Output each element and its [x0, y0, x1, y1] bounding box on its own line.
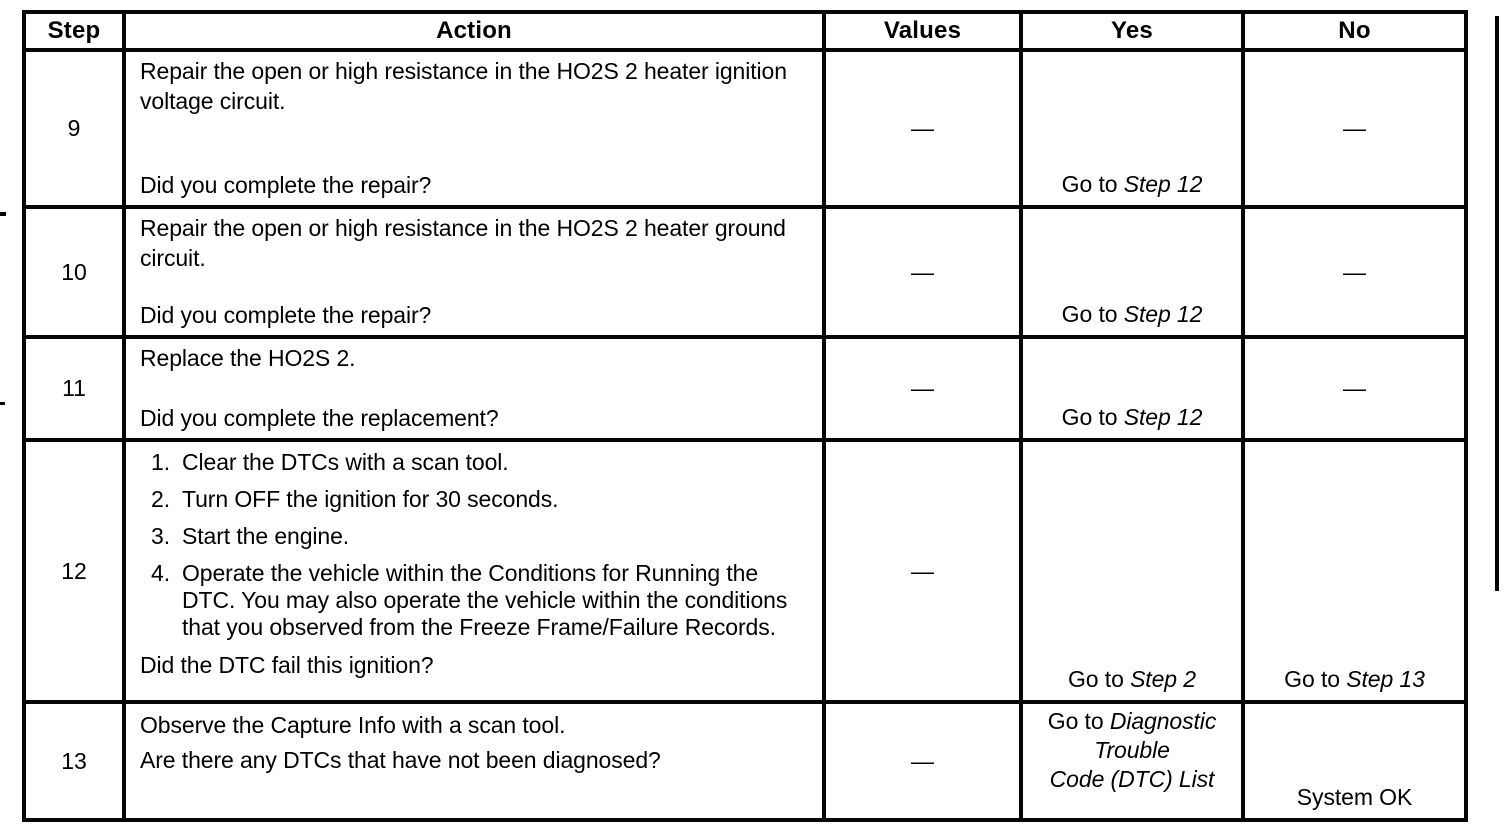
dtc-list-reference: Trouble: [1094, 737, 1170, 763]
list-item: 3. Start the engine.: [140, 523, 810, 550]
values-dash: —: [911, 375, 934, 401]
header-cell-no: No: [1241, 10, 1468, 52]
step-reference: Step 12: [1123, 301, 1203, 327]
no-cell: —: [1241, 205, 1468, 339]
step-reference: Step 13: [1346, 666, 1425, 692]
action-text: Repair the open or high resistance in th…: [140, 58, 787, 114]
step-number: 10: [22, 205, 126, 339]
values-cell: —: [822, 438, 1023, 704]
table-row-step-11: 11 Replace the HO2S 2. Did you complete …: [22, 335, 1468, 442]
action-question: Did the DTC fail this ignition?: [140, 652, 434, 678]
values-dash: —: [911, 258, 934, 285]
values-cell: —: [822, 205, 1023, 339]
action-cell: Repair the open or high resistance in th…: [122, 205, 826, 339]
action-cell: Replace the HO2S 2. Did you complete the…: [122, 335, 826, 442]
step-reference: Step 12: [1123, 404, 1203, 430]
list-item-number: 2.: [151, 486, 170, 512]
header-cell-action: Action: [122, 10, 826, 52]
action-text: Observe the Capture Info with a scan too…: [140, 712, 566, 738]
values-cell: —: [822, 700, 1023, 822]
goto-text: Go to Diagnostic: [1047, 708, 1217, 734]
action-question: Are there any DTCs that have not been di…: [140, 747, 661, 773]
list-item-number: 3.: [151, 523, 170, 549]
list-item: 2. Turn OFF the ignition for 30 seconds.: [140, 486, 810, 513]
list-item-text: Clear the DTCs with a scan tool.: [182, 449, 509, 475]
header-row: Step Action Values Yes No: [22, 10, 1468, 52]
list-item-text: Start the engine.: [182, 523, 350, 549]
yes-cell: Go to Diagnostic Trouble Code (DTC) List: [1019, 700, 1245, 822]
yes-cell: Go to Step 2: [1019, 438, 1245, 704]
scan-speck: [0, 212, 6, 216]
scan-speck: [0, 402, 5, 405]
action-text: Repair the open or high resistance in th…: [140, 215, 786, 271]
values-dash: —: [911, 115, 934, 141]
action-question: Did you complete the repair?: [140, 172, 432, 198]
goto-text: Go to Step 13: [1284, 666, 1425, 692]
list-item: 4. Operate the vehicle within the Condit…: [140, 560, 810, 641]
yes-cell: Go to Step 12: [1019, 205, 1245, 339]
goto-text: Go to Step 12: [1061, 301, 1203, 327]
list-item-text: Turn OFF the ignition for 30 seconds.: [182, 486, 559, 512]
no-cell: System OK: [1241, 700, 1468, 822]
action-cell: Observe the Capture Info with a scan too…: [122, 700, 826, 822]
values-cell: —: [822, 48, 1023, 209]
no-dash: —: [1343, 258, 1366, 285]
diagnostic-steps-table: Step Action Values Yes No 9 Repair the o…: [22, 10, 1468, 822]
step-number: 9: [22, 48, 126, 209]
values-dash: —: [911, 747, 934, 774]
values-dash: —: [911, 557, 934, 584]
header-cell-step: Step: [22, 10, 126, 52]
table-row-step-10: 10 Repair the open or high resistance in…: [22, 205, 1468, 339]
goto-text: Go to Step 2: [1068, 666, 1196, 692]
dtc-list-reference: Code (DTC) List: [1049, 766, 1215, 792]
action-question: Did you complete the replacement?: [140, 405, 499, 431]
list-item-number: 4.: [151, 560, 170, 586]
no-cell: —: [1241, 335, 1468, 442]
header-cell-values: Values: [822, 10, 1023, 52]
table-row-step-9: 9 Repair the open or high resistance in …: [22, 48, 1468, 209]
goto-text: Go to Step 12: [1061, 171, 1203, 197]
action-cell: Repair the open or high resistance in th…: [122, 48, 826, 209]
action-question: Did you complete the repair?: [140, 302, 432, 328]
list-item: 1. Clear the DTCs with a scan tool.: [140, 449, 810, 476]
step-reference: Step 2: [1130, 666, 1196, 692]
goto-text: Go to Step 12: [1061, 404, 1203, 430]
action-text: Replace the HO2S 2.: [140, 345, 356, 371]
table-row-step-13: 13 Observe the Capture Info with a scan …: [22, 700, 1468, 822]
yes-cell: Go to Step 12: [1019, 335, 1245, 442]
action-cell: 1. Clear the DTCs with a scan tool. 2. T…: [122, 438, 826, 704]
no-dash: —: [1343, 115, 1366, 141]
header-cell-yes: Yes: [1019, 10, 1245, 52]
list-item-number: 1.: [151, 449, 170, 475]
action-numbered-list: 1. Clear the DTCs with a scan tool. 2. T…: [140, 446, 810, 641]
yes-cell: Go to Step 12: [1019, 48, 1245, 209]
step-reference: Step 12: [1123, 171, 1203, 197]
list-item-text: Operate the vehicle within the Condition…: [182, 560, 788, 640]
system-ok-text: System OK: [1296, 784, 1413, 810]
step-number: 12: [22, 438, 126, 704]
step-number: 13: [22, 700, 126, 822]
no-cell: —: [1241, 48, 1468, 209]
scan-edge-artifact: [1495, 16, 1499, 591]
no-cell: Go to Step 13: [1241, 438, 1468, 704]
values-cell: —: [822, 335, 1023, 442]
step-number: 11: [22, 335, 126, 442]
dtc-list-reference: Diagnostic: [1109, 708, 1217, 734]
no-dash: —: [1343, 375, 1366, 401]
table-row-step-12: 12 1. Clear the DTCs with a scan tool. 2…: [22, 438, 1468, 704]
